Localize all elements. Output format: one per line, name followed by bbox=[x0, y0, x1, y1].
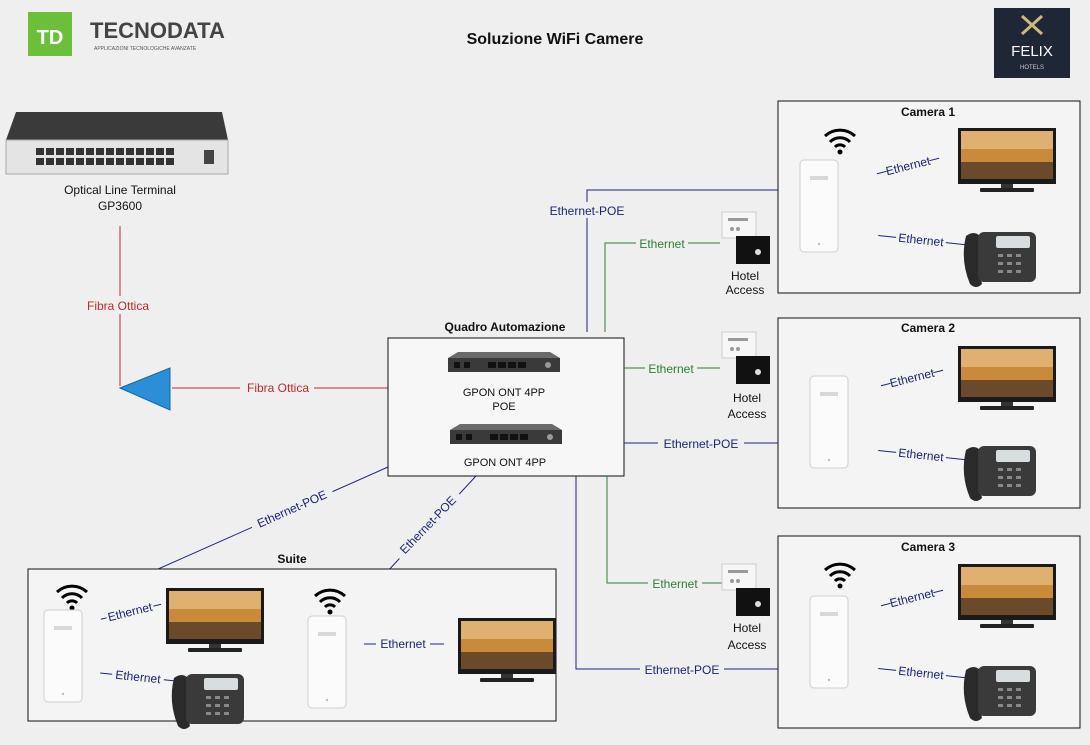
access-point-icon bbox=[809, 595, 849, 689]
poe-link-camera2: Ethernet-POE bbox=[624, 437, 778, 451]
phone-icon bbox=[963, 232, 1036, 287]
felix-name: FELIX bbox=[1011, 43, 1053, 60]
hotel-access-3: Hotel Access bbox=[721, 563, 771, 652]
room-title: Camera 1 bbox=[901, 105, 955, 119]
room-camera-2: Camera 2 Ethernet Ethernet bbox=[777, 317, 1081, 509]
poe-label-suite-left: Ethernet-POE bbox=[255, 487, 329, 530]
tecnodata-tagline: APPLICAZIONI TECNOLOGICHE AVANZATE bbox=[94, 46, 197, 52]
tv-icon bbox=[458, 618, 556, 682]
gpon-ont-poe-icon bbox=[448, 352, 560, 372]
room-suite: Suite Ethernet Ethernet Ethernet bbox=[27, 552, 557, 729]
room-title: Camera 2 bbox=[901, 321, 955, 335]
felix-hotels-logo: FELIX HOTELS bbox=[994, 8, 1070, 78]
poe-label-suite-right: Ethernet-POE bbox=[397, 493, 459, 556]
quadro-title: Quadro Automazione bbox=[445, 320, 566, 334]
gpon-ont-icon bbox=[450, 424, 562, 444]
hotel-access-2: Hotel Access bbox=[721, 331, 771, 421]
access-point-icon bbox=[809, 375, 849, 469]
ont1-label-line2: POE bbox=[492, 401, 515, 413]
tv-icon bbox=[958, 346, 1056, 410]
fiber-link-olt-splitter: Fibra Ottica bbox=[87, 226, 149, 386]
svg-text:Ethernet: Ethernet bbox=[898, 664, 945, 683]
hotel-access-icon bbox=[721, 331, 771, 385]
ethernet-link-phone-left: Ethernet bbox=[100, 668, 176, 687]
olt-device bbox=[5, 112, 229, 175]
tecnodata-logo-mark bbox=[28, 12, 72, 56]
poe-link-camera1: Ethernet-POE bbox=[543, 189, 778, 332]
olt-label-line2: GP3600 bbox=[98, 199, 142, 213]
svg-text:Ethernet: Ethernet bbox=[898, 446, 945, 465]
phone-icon bbox=[963, 446, 1036, 501]
tecnodata-logo-letters: TD bbox=[37, 27, 64, 49]
ethernet-link-tv-right: Ethernet bbox=[364, 637, 444, 651]
tv-icon bbox=[958, 128, 1056, 192]
ethernet-label-access3: Ethernet bbox=[652, 577, 698, 591]
phone-icon bbox=[963, 666, 1036, 721]
access-point-icon bbox=[799, 159, 839, 253]
ont2-label: GPON ONT 4PP bbox=[464, 457, 546, 469]
hotel-access-1: Hotel Access bbox=[721, 211, 771, 297]
ethernet-link-phone: Ethernet bbox=[878, 231, 966, 250]
svg-text:Access: Access bbox=[728, 638, 767, 652]
hotel-access-icon bbox=[721, 211, 771, 265]
ethernet-link-access3: Ethernet bbox=[606, 476, 722, 591]
svg-text:Access: Access bbox=[728, 407, 767, 421]
poe-label-camera2: Ethernet-POE bbox=[664, 437, 739, 451]
svg-text:Ethernet: Ethernet bbox=[898, 231, 945, 250]
ethernet-link-access2: Ethernet bbox=[624, 362, 720, 376]
ethernet-link-access1: Ethernet bbox=[604, 237, 720, 332]
ethernet-label-access2: Ethernet bbox=[648, 362, 694, 376]
ethernet-label-access1: Ethernet bbox=[639, 237, 685, 251]
splitter-icon bbox=[118, 367, 171, 411]
tecnodata-logo: TD TECNODATA APPLICAZIONI TECNOLOGICHE A… bbox=[28, 12, 225, 56]
room-title: Suite bbox=[277, 552, 307, 566]
felix-x-icon bbox=[1020, 14, 1044, 36]
poe-label-camera1: Ethernet-POE bbox=[550, 204, 625, 218]
tv-icon bbox=[166, 588, 264, 652]
fiber-label-2: Fibra Ottica bbox=[247, 381, 309, 395]
poe-link-camera3: Ethernet-POE bbox=[575, 476, 778, 677]
room-title: Camera 3 bbox=[901, 540, 955, 554]
svg-text:Hotel: Hotel bbox=[733, 391, 761, 405]
svg-text:Access: Access bbox=[726, 283, 765, 297]
olt-label-line1: Optical Line Terminal bbox=[64, 183, 176, 197]
svg-text:Ethernet: Ethernet bbox=[380, 637, 426, 651]
svg-text:Hotel: Hotel bbox=[733, 621, 761, 635]
ethernet-link-phone: Ethernet bbox=[878, 664, 966, 683]
hotel-access-icon bbox=[721, 563, 771, 617]
phone-icon bbox=[171, 674, 244, 729]
ont1-label-line1: GPON ONT 4PP bbox=[463, 387, 545, 399]
fiber-label-1: Fibra Ottica bbox=[87, 299, 149, 313]
tv-icon bbox=[958, 564, 1056, 628]
felix-sub: HOTELS bbox=[1020, 65, 1044, 71]
fiber-link-splitter-quadro: Fibra Ottica bbox=[172, 381, 388, 395]
poe-label-camera3: Ethernet-POE bbox=[645, 663, 720, 677]
access-point-icon bbox=[43, 609, 83, 703]
room-camera-3: Camera 3 Ethernet Ethernet bbox=[777, 535, 1081, 729]
svg-text:Hotel: Hotel bbox=[731, 269, 759, 283]
svg-text:Ethernet: Ethernet bbox=[115, 668, 162, 687]
tecnodata-name: TECNODATA bbox=[90, 18, 225, 43]
room-camera-1: Camera 1 Ethernet Ethernet bbox=[777, 100, 1081, 294]
page-title: Soluzione WiFi Camere bbox=[467, 31, 644, 48]
access-point-icon bbox=[307, 615, 347, 709]
ethernet-link-phone: Ethernet bbox=[878, 446, 966, 465]
